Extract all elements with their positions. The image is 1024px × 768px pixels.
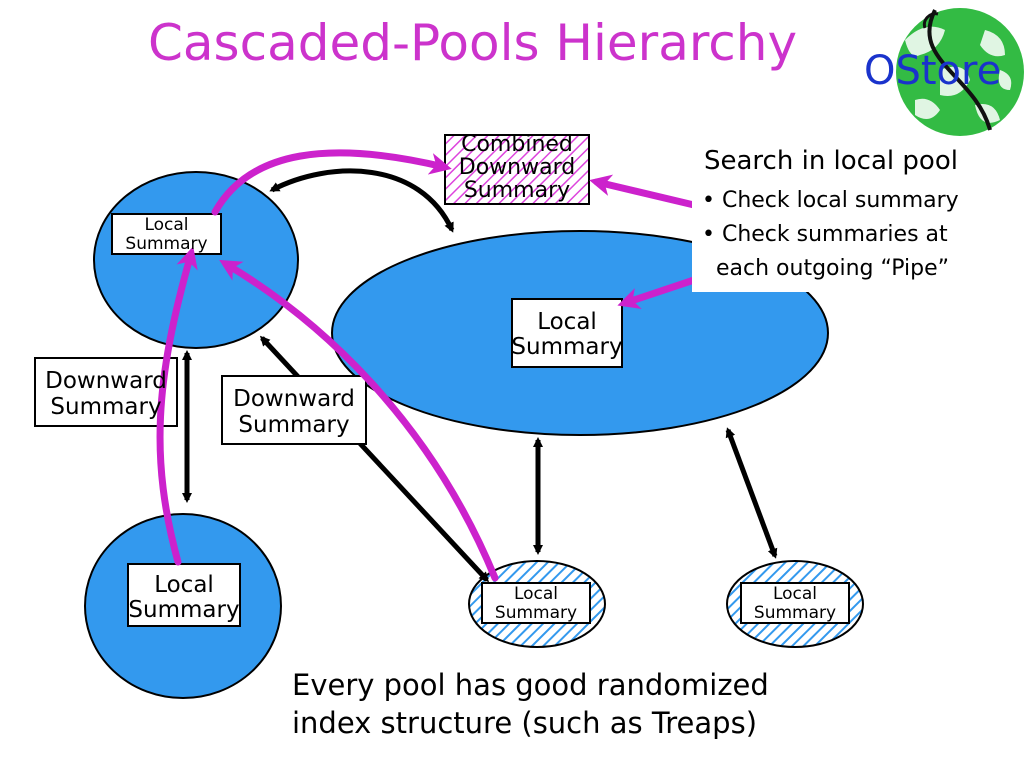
downward-summary-line-1: Downward <box>45 368 167 394</box>
local-summary-line-2: Summary <box>128 597 240 623</box>
local-summary-line-1: Local <box>537 309 597 335</box>
callout-bullet-1: • Check local summary <box>702 188 959 213</box>
magenta-arrow-callout-to-combined <box>589 174 698 209</box>
downward-summary-label-left: Downward Summary <box>35 368 177 420</box>
combined-summary-line-2: Downward <box>458 155 576 180</box>
footer-line-2: index structure (such as Treaps) <box>292 706 758 740</box>
local-summary-label-bottom-right: Local Summary <box>741 585 849 623</box>
local-summary-label-top-left: Local Summary <box>112 216 221 254</box>
local-summary-line-1: Local <box>144 215 189 235</box>
pool-top-left <box>93 171 299 349</box>
downward-summary-label-middle: Downward Summary <box>222 386 366 438</box>
local-summary-box-center <box>511 298 623 368</box>
local-summary-label-bottom-middle: Local Summary <box>482 585 590 623</box>
callout-bullet-2: • Check summaries at <box>702 222 948 247</box>
slide-title: Cascaded-Pools Hierarchy <box>148 14 798 72</box>
arrow-top-pool-to-center <box>269 168 455 233</box>
downward-summary-line-1: Downward <box>233 386 355 412</box>
combined-summary-line-1: Combined <box>461 132 573 157</box>
local-summary-line-1: Local <box>772 584 818 604</box>
callout-background <box>692 146 1012 292</box>
footer-line-1: Every pool has good randomized <box>292 668 769 702</box>
callout-title: Search in local pool <box>704 146 958 176</box>
arrow-center-to-right-pool <box>725 427 778 559</box>
local-summary-box-bottom-left <box>127 563 241 627</box>
downward-summary-line-2: Summary <box>238 412 350 438</box>
downward-summary-box-left <box>34 357 178 427</box>
magenta-arrow-top-pool-to-combined <box>211 149 452 216</box>
globe-icon <box>896 8 1024 136</box>
magenta-arrow-middle-pool-to-top <box>219 259 499 582</box>
combined-downward-summary-box <box>444 134 590 205</box>
local-summary-box-top-left <box>111 213 222 255</box>
combined-summary-label: Combined Downward Summary <box>445 133 589 202</box>
local-summary-line-2: Summary <box>753 603 837 623</box>
local-summary-box-bottom-right <box>740 582 850 624</box>
local-summary-line-2: Summary <box>125 234 208 254</box>
combined-summary-line-3: Summary <box>463 178 571 203</box>
local-summary-line-1: Local <box>513 584 559 604</box>
local-summary-box-bottom-middle <box>481 582 591 624</box>
downward-summary-line-2: Summary <box>50 394 162 420</box>
downward-summary-box-middle <box>221 375 367 445</box>
local-summary-label-center: Local Summary <box>508 310 626 360</box>
logo-text: OStore <box>864 48 1002 94</box>
local-summary-line-1: Local <box>154 572 214 598</box>
magenta-arrow-callout-to-center <box>617 276 698 310</box>
magenta-arrow-bottom-pool-to-top <box>156 246 198 566</box>
local-summary-line-2: Summary <box>494 603 578 623</box>
callout-bullet-3: each outgoing “Pipe” <box>702 256 950 281</box>
local-summary-line-2: Summary <box>511 334 623 360</box>
local-summary-label-bottom-left: Local Summary <box>124 573 244 623</box>
